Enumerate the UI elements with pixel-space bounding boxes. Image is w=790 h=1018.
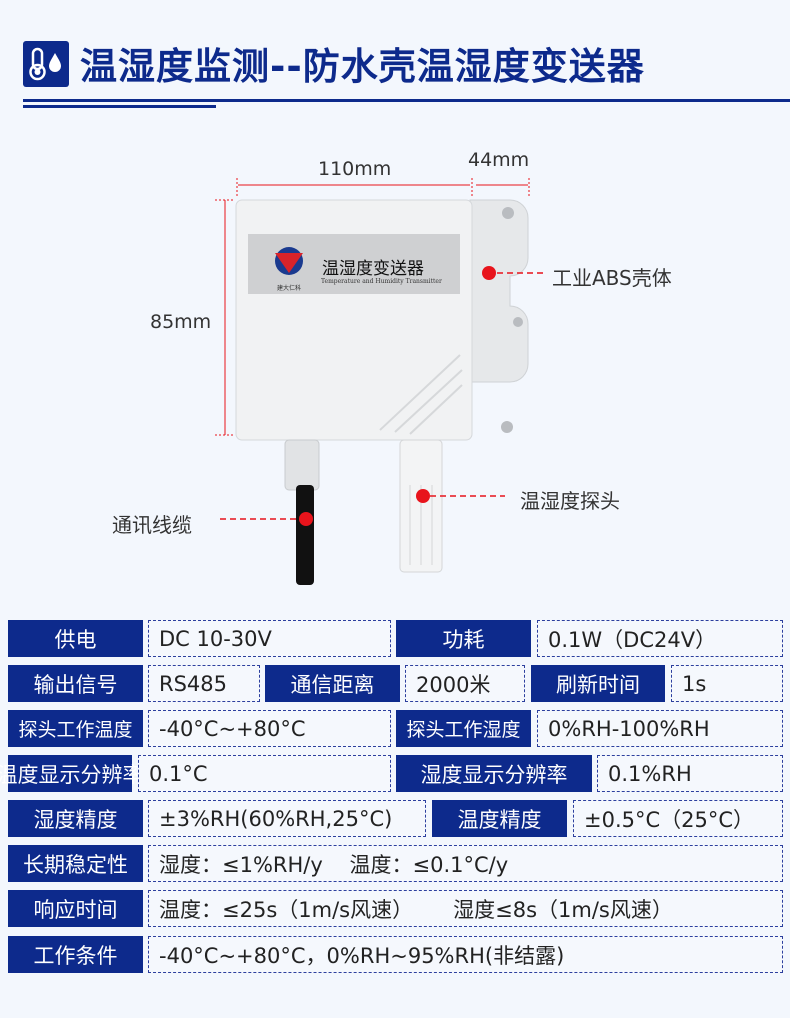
spec-label: 探头工作温度 xyxy=(8,710,143,747)
spec-label: 湿度精度 xyxy=(8,800,143,837)
dimension-height: 85mm xyxy=(150,311,212,333)
spec-label: 湿度显示分辨率 xyxy=(396,755,592,792)
title-underline-accent xyxy=(23,105,216,108)
page-title: 温湿度监测--防水壳温湿度变送器 xyxy=(80,45,645,88)
spec-label: 工作条件 xyxy=(8,936,143,973)
spec-label: 通信距离 xyxy=(265,665,400,702)
spec-label: 温度精度 xyxy=(432,800,567,837)
thermometer-droplet-icon xyxy=(23,41,69,87)
spec-value: 0.1°C xyxy=(138,755,391,792)
annotation-shell: 工业ABS壳体 xyxy=(552,266,672,290)
spec-label: 输出信号 xyxy=(8,665,143,702)
spec-value: ±3%RH(60%RH,25°C) xyxy=(148,800,426,837)
spec-label: 响应时间 xyxy=(8,890,143,927)
dimension-width: 110mm xyxy=(318,158,392,180)
spec-label: 刷新时间 xyxy=(531,665,665,702)
spec-value: 温度：≤25s（1m/s风速） 湿度≤8s（1m/s风速） xyxy=(148,890,783,927)
spec-value: 湿度：≤1%RH/y 温度：≤0.1°C/y xyxy=(148,845,783,882)
spec-value: -40°C~+80°C，0%RH~95%RH(非结露) xyxy=(148,936,783,973)
spec-value: 0.1W（DC24V） xyxy=(537,620,783,657)
annotation-probe: 温湿度探头 xyxy=(520,489,620,513)
device-label-cn: 温湿度变送器 xyxy=(322,259,424,279)
spec-value: DC 10-30V xyxy=(148,620,391,657)
spec-value: 0.1%RH xyxy=(597,755,783,792)
spec-value: 2000米 xyxy=(405,665,525,702)
dimension-depth: 44mm xyxy=(468,149,530,171)
brand-logo: 建大仁科 xyxy=(277,285,302,292)
spec-value: ±0.5°C（25°C） xyxy=(573,800,783,837)
spec-value: 0%RH-100%RH xyxy=(537,710,783,747)
spec-label: 功耗 xyxy=(396,620,531,657)
spec-label: 探头工作湿度 xyxy=(396,710,531,747)
spec-value: -40°C~+80°C xyxy=(148,710,391,747)
spec-label: 温度显示分辨率 xyxy=(0,755,144,792)
device-label-en: Temperature and Humidity Transmitter xyxy=(321,278,442,285)
spec-label: 长期稳定性 xyxy=(8,845,143,882)
device-illustration xyxy=(215,178,545,585)
spec-label: 供电 xyxy=(8,620,143,657)
spec-value: 1s xyxy=(671,665,783,702)
title-underline xyxy=(23,99,790,102)
annotation-cable: 通讯线缆 xyxy=(112,513,192,537)
spec-value: RS485 xyxy=(148,665,260,702)
